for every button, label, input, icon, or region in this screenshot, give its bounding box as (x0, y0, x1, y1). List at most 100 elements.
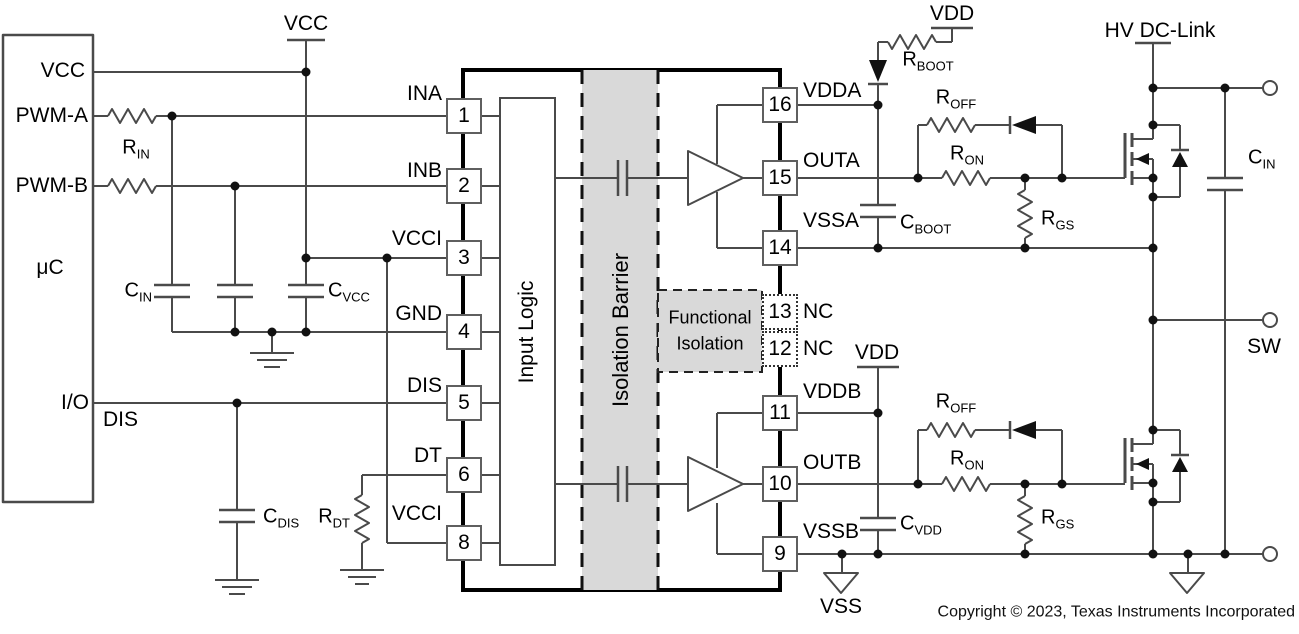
r-gs-b-label: RGS (1041, 506, 1075, 532)
sw-terminal (1262, 312, 1278, 328)
c-vcc-label: CVCC (328, 279, 370, 305)
pin-outb-label: OUTB (803, 450, 862, 474)
r-on-b-label: RON (950, 447, 984, 473)
functional-isolation-label-2: Isolation (676, 333, 744, 354)
c-vdd-label: CVDD (900, 512, 942, 538)
pin-3-box: 3 (446, 240, 482, 276)
pin-vcci-label: VCCI (391, 226, 442, 250)
pin-outa-label: OUTA (803, 148, 860, 172)
pin-vcci2-label: VCCI (391, 501, 442, 525)
r-gs-a-resistor (1017, 189, 1033, 239)
c-in-label: CIN (124, 279, 152, 305)
hv-dc-link-label: HV DC-Link (1104, 18, 1216, 42)
power-ground-icon (1169, 572, 1205, 594)
pin-ina-label: INA (406, 81, 442, 105)
vdd-a-net-label: VDD (929, 1, 975, 25)
c-in2-capacitor (217, 283, 253, 299)
r-dt-label: RDT (318, 505, 350, 531)
r-on-b-resistor (941, 476, 991, 492)
c-vdd-capacitor (860, 516, 896, 532)
bootstrap-diode-icon (869, 60, 887, 82)
c-in-capacitor (154, 283, 190, 299)
uc-pin-io-label: I/O (60, 390, 89, 414)
c-in-hv-label: CIN (1248, 146, 1276, 172)
pin-9-box: 9 (762, 536, 798, 572)
vdd-b-net-label: VDD (854, 340, 900, 364)
pin-nc12-label: NC (803, 336, 834, 360)
body-diode-icon (1172, 457, 1188, 472)
junction-dots (167, 67, 1230, 559)
driver-a-buffer (687, 150, 744, 206)
pin-5-box: 5 (446, 385, 482, 421)
isolation-barrier-label: Isolation Barrier (608, 252, 633, 408)
pin-13-box: 13 (762, 294, 798, 330)
r-off-a-resistor (926, 117, 976, 133)
c-vcc-capacitor (288, 283, 324, 299)
gate-driver-ic-body (461, 68, 782, 592)
pin-14-box: 14 (762, 230, 798, 266)
vss-net-label: VSS (819, 594, 863, 618)
pin-6-box: 6 (446, 457, 482, 493)
r-off-b-label: ROFF (935, 390, 977, 416)
r-off-a-label: ROFF (935, 86, 977, 112)
r-gs-b-resistor (1017, 495, 1033, 545)
mosfet-arrow-icon (1136, 458, 1149, 470)
input-logic-label: Input Logic (515, 280, 538, 384)
pin-nc13-label: NC (803, 299, 834, 323)
high-side-mosfet (1123, 124, 1189, 320)
pin-1-box: 1 (446, 98, 482, 134)
r-off-b-resistor (926, 422, 976, 438)
pin-inb-label: INB (406, 158, 442, 182)
pin-4-box: 4 (446, 314, 482, 350)
r-in-b-resistor (107, 178, 157, 194)
input-logic-box (499, 97, 556, 566)
pin-16-box: 16 (762, 87, 798, 123)
c-in-hv-capacitor (1207, 176, 1243, 192)
c-dis-capacitor (219, 508, 255, 524)
isolation-barrier-band (582, 70, 658, 590)
vss-ground-icon (823, 572, 859, 594)
functional-isolation-box (657, 289, 763, 373)
turn-off-diode-a-icon (1012, 116, 1036, 134)
uc-pin-pwmb-label: PWM-B (15, 173, 88, 197)
pin-vssb-label: VSSB (803, 519, 860, 543)
pin-2-box: 2 (446, 168, 482, 204)
r-on-a-resistor (941, 170, 991, 186)
ground-icon (250, 352, 294, 368)
pin-dis-label: DIS (406, 373, 442, 397)
dis-net-label: DIS (103, 407, 139, 431)
ground-icon (215, 579, 259, 595)
pin-vssa-label: VSSA (803, 208, 860, 232)
hv-minus-terminal (1262, 546, 1278, 562)
ground-icon (340, 569, 384, 585)
turn-off-diode-b-icon (1012, 421, 1036, 439)
mosfet-arrow-icon (1136, 153, 1149, 165)
r-gs-a-label: RGS (1041, 207, 1075, 233)
pin-vdda-label: VDDA (803, 78, 862, 102)
hv-plus-terminal (1262, 80, 1278, 96)
r-in-label: RIN (122, 136, 150, 162)
microcontroller-box (1, 33, 95, 504)
r-boot-label: RBOOT (902, 48, 954, 74)
c-boot-capacitor (860, 203, 896, 219)
copyright-notice: Copyright © 2023, Texas Instruments Inco… (937, 603, 1295, 621)
c-dis-label: CDIS (263, 505, 300, 531)
pin-gnd-label: GND (395, 301, 442, 325)
pin-8-box: 8 (446, 525, 482, 561)
pin-15-box: 15 (762, 160, 798, 196)
driver-b-buffer (687, 456, 744, 512)
body-diode-icon (1172, 152, 1188, 167)
sw-net-label: SW (1247, 334, 1281, 358)
r-on-a-label: RON (950, 142, 984, 168)
microcontroller-label: μC (36, 255, 64, 279)
pin-vddb-label: VDDB (803, 379, 862, 403)
pin-10-box: 10 (762, 466, 798, 502)
pin-dt-label: DT (414, 443, 442, 467)
r-boot-resistor (887, 34, 937, 50)
pin-11-box: 11 (762, 395, 798, 431)
r-dt-resistor (354, 494, 370, 544)
functional-isolation-label-1: Functional (668, 307, 752, 328)
c-boot-label: CBOOT (900, 211, 952, 237)
